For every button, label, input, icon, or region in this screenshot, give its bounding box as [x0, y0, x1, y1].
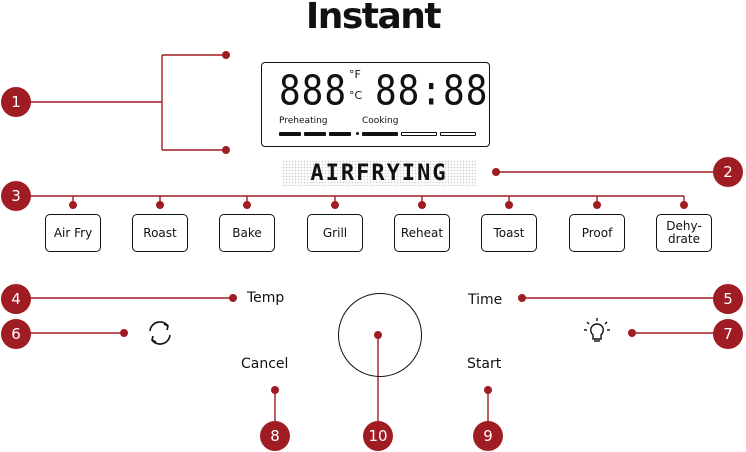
bake-button[interactable]: Bake	[219, 214, 275, 252]
callout-pin	[484, 386, 492, 394]
callout-pin	[374, 331, 382, 339]
callout-pin	[243, 201, 251, 209]
temperature-readout: 888	[279, 67, 348, 115]
preheat-progress-segment	[279, 132, 301, 136]
callout-pin	[680, 201, 688, 209]
control-dial[interactable]	[338, 293, 422, 377]
brand-logo: Instant	[305, 0, 442, 37]
callout-4: 4	[1, 284, 31, 314]
grill-button[interactable]: Grill	[307, 214, 363, 252]
dehydrate-button[interactable]: Dehy- drate	[656, 214, 712, 252]
rotate-icon[interactable]	[145, 319, 175, 347]
callout-pin	[229, 294, 237, 302]
preheat-progress-segment	[329, 132, 351, 136]
callout-2: 2	[713, 157, 743, 187]
callout-pin	[222, 51, 230, 59]
temp-button[interactable]: Temp	[247, 290, 285, 306]
proof-button[interactable]: Proof	[569, 214, 625, 252]
reheat-button[interactable]: Reheat	[394, 214, 450, 252]
callout-pin	[418, 201, 426, 209]
time-button[interactable]: Time	[468, 292, 503, 308]
callout-6: 6	[1, 319, 31, 349]
fahrenheit-indicator: °F	[349, 68, 361, 81]
callout-pin	[505, 201, 513, 209]
start-button[interactable]: Start	[467, 356, 502, 372]
cancel-button[interactable]: Cancel	[241, 356, 289, 372]
cooking-progress-segment	[362, 132, 398, 136]
cooking-label: Cooking	[362, 116, 399, 126]
lcd-display: 888 °F °C 88:88 Preheating Cooking	[261, 62, 490, 147]
time-readout: 88:88	[375, 67, 489, 115]
progress-separator	[356, 132, 359, 135]
callout-pin	[271, 386, 279, 394]
preheating-label: Preheating	[279, 116, 328, 126]
callout-pin	[593, 201, 601, 209]
callout-3: 3	[1, 181, 31, 211]
cooking-progress-segment	[401, 132, 437, 136]
callout-pin	[69, 201, 77, 209]
roast-button[interactable]: Roast	[132, 214, 188, 252]
light-bulb-icon[interactable]	[584, 318, 610, 346]
callout-pin	[628, 329, 636, 337]
callout-pin	[331, 201, 339, 209]
cooking-progress-segment	[440, 132, 476, 136]
callout-9: 9	[473, 421, 503, 451]
callout-pin	[492, 168, 500, 176]
celsius-indicator: °C	[349, 89, 363, 102]
toast-button[interactable]: Toast	[481, 214, 537, 252]
callout-pin	[222, 146, 230, 154]
callout-pin	[518, 294, 526, 302]
air-fry-button[interactable]: Air Fry	[45, 214, 101, 252]
callout-pin	[156, 201, 164, 209]
cooking-mode-display: AIRFRYING	[282, 160, 476, 186]
callout-10: 10	[363, 421, 393, 451]
callout-7: 7	[713, 319, 743, 349]
callout-1: 1	[1, 87, 31, 117]
callout-8: 8	[260, 421, 290, 451]
callout-5: 5	[713, 284, 743, 314]
callout-pin	[120, 329, 128, 337]
preheat-progress-segment	[304, 132, 326, 136]
